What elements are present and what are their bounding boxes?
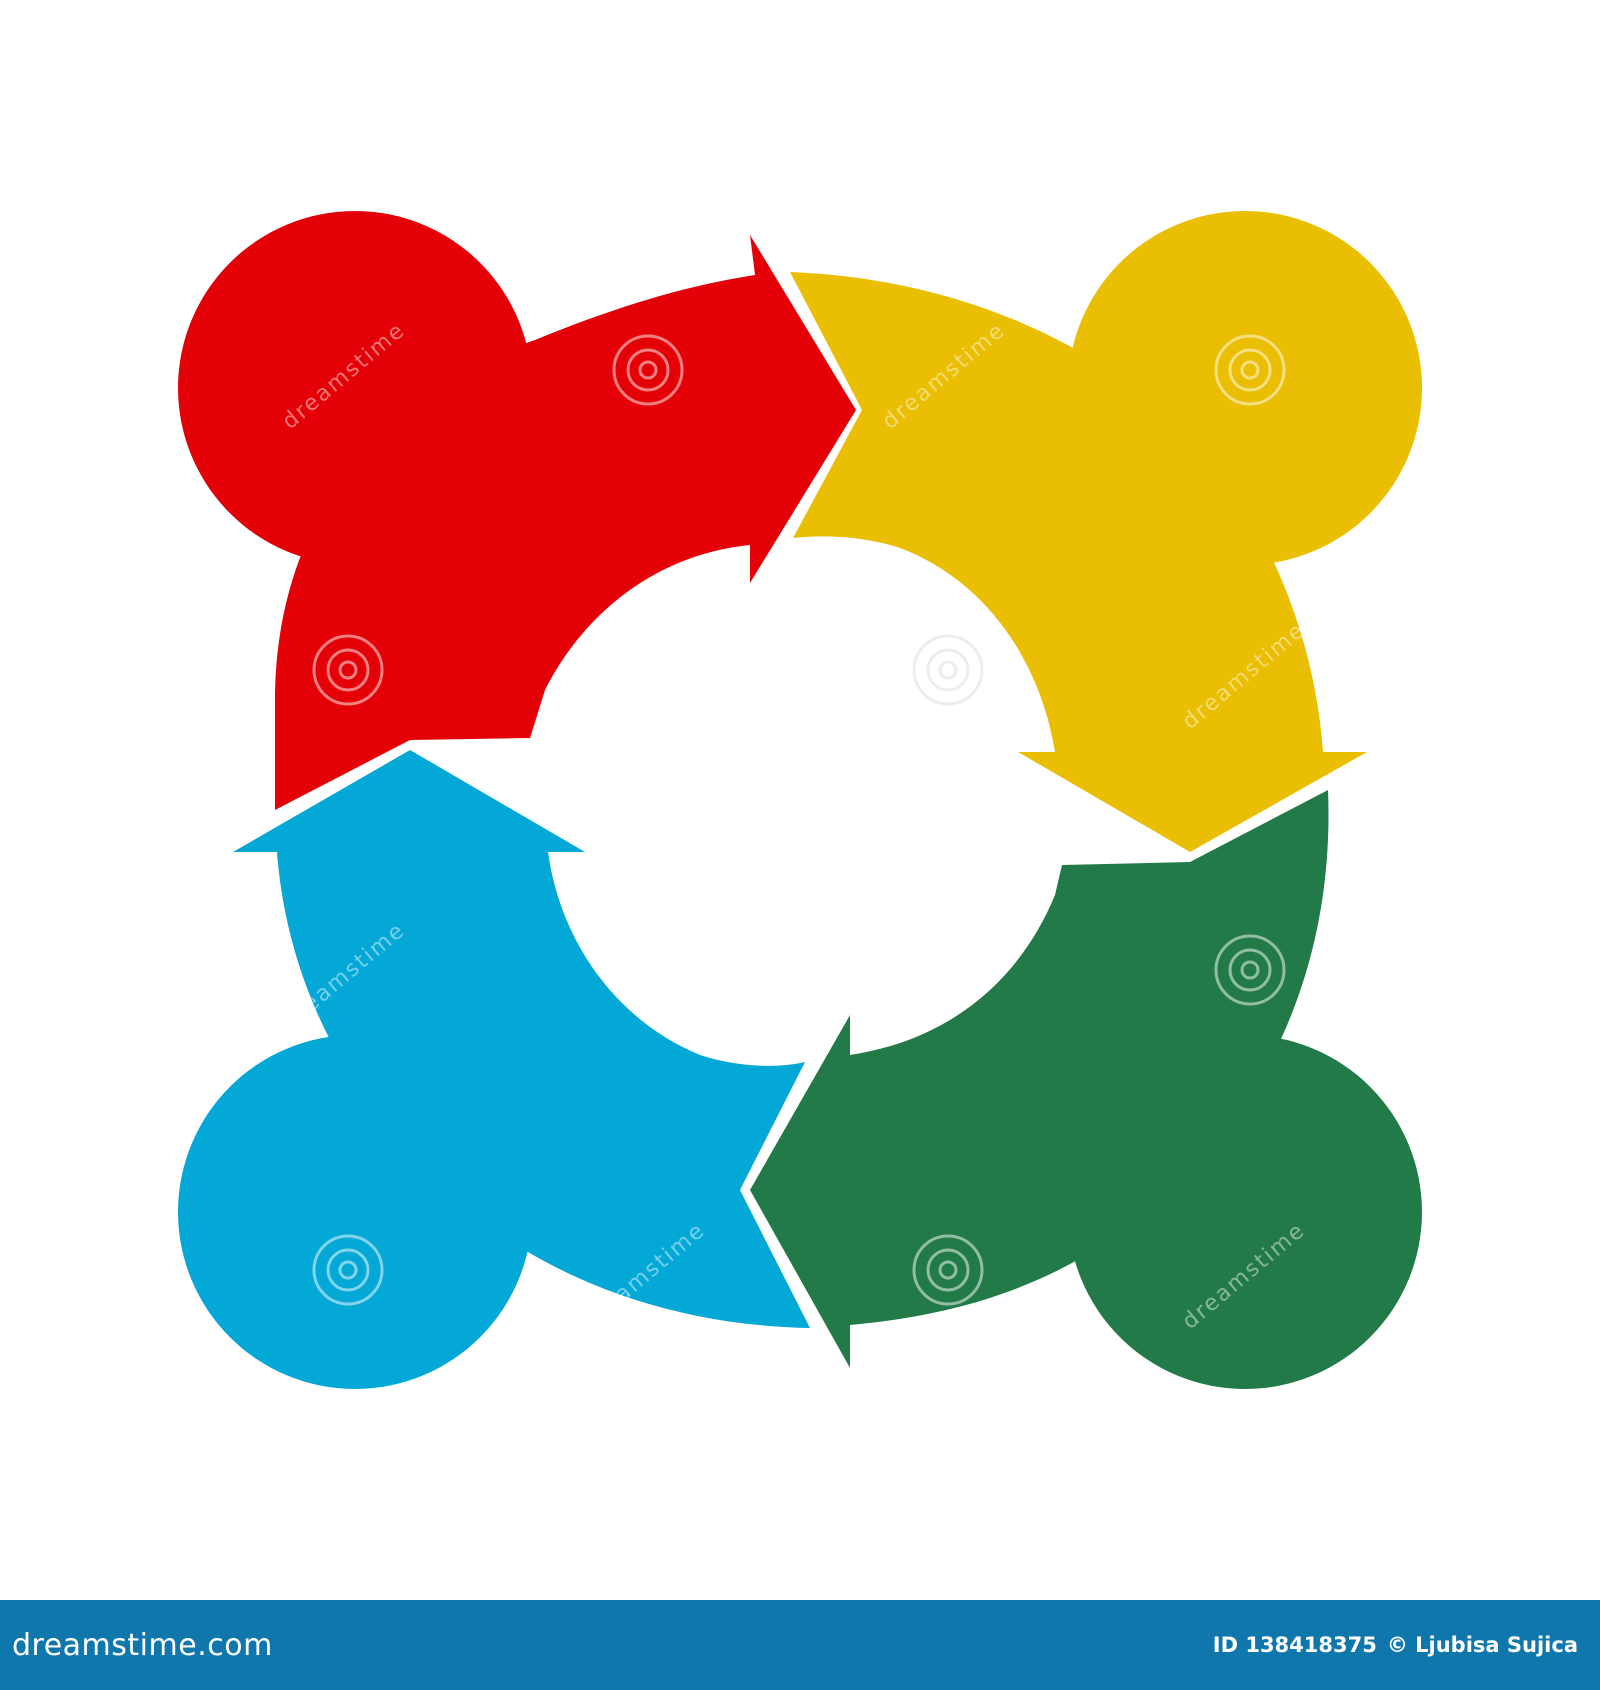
green-arrow-segment xyxy=(750,790,1329,1368)
image-id: ID 138418375 xyxy=(1212,1633,1377,1657)
author-credit: © Ljubisa Sujica xyxy=(1386,1633,1578,1657)
yellow-person-figure xyxy=(790,211,1422,852)
footer-brand[interactable]: dreamstime.com xyxy=(12,1627,273,1663)
watermark-spiral-icon xyxy=(912,634,984,706)
blue-person-figure xyxy=(178,750,810,1389)
yellow-arrow-segment xyxy=(790,272,1367,852)
teamwork-circle-arrows-illustration: dreamstime dreamstime dreamstime dreamst… xyxy=(178,211,1422,1389)
blue-arrow-segment xyxy=(233,750,810,1328)
footer-credit: ID 138418375 © Ljubisa Sujica xyxy=(1213,1633,1578,1657)
red-person-figure xyxy=(178,211,856,810)
red-arrow-segment xyxy=(275,235,856,810)
green-person-figure xyxy=(750,790,1422,1389)
footer-bar: dreamstime.com ID 138418375 © Ljubisa Su… xyxy=(0,1600,1600,1690)
